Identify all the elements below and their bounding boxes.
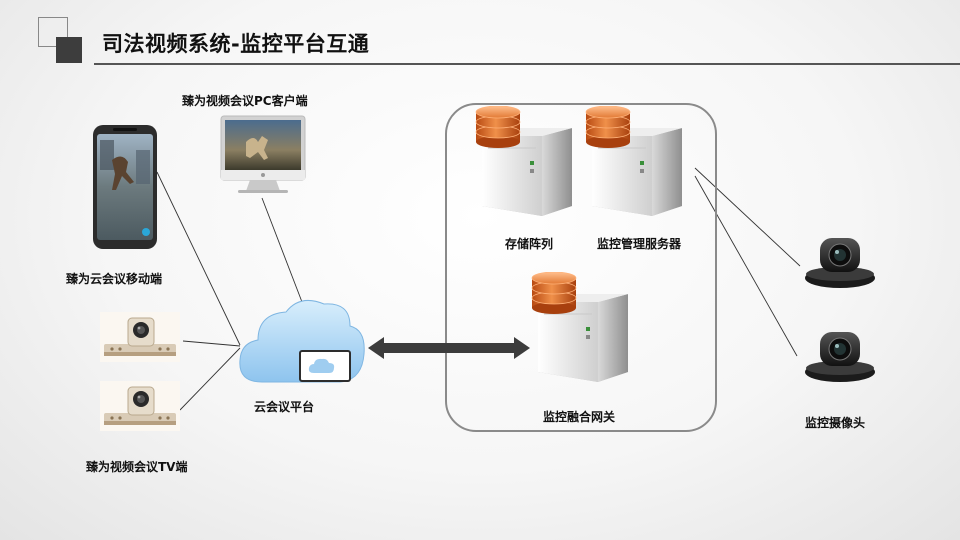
line-mobile-to-cloud xyxy=(156,171,241,346)
tv-client-label: 臻为视频会议TV端 xyxy=(86,460,188,474)
mgmt-server-label: 监控管理服务器 xyxy=(597,237,682,251)
cloud-platform-label: 云会议平台 xyxy=(254,400,315,414)
pc-client-label: 臻为视频会议PC客户端 xyxy=(182,94,308,108)
page-title: 司法视频系统-监控平台互通 xyxy=(102,32,370,56)
line-server-to-camera1 xyxy=(694,167,801,267)
gateway-server-icon xyxy=(531,272,629,382)
line-pc-to-cloud xyxy=(261,197,303,303)
storage-array-label: 存储阵列 xyxy=(505,237,554,251)
title-divider xyxy=(94,63,960,65)
cameras-label: 监控摄像头 xyxy=(805,416,866,430)
ptz-camera-icon-2 xyxy=(804,331,876,383)
mobile-phone-icon xyxy=(93,125,157,249)
line-tv1-to-cloud xyxy=(182,340,241,347)
tv-camera-icon-1 xyxy=(100,312,180,362)
mobile-client-label: 臻为云会议移动端 xyxy=(66,272,163,286)
line-server-to-camera2 xyxy=(694,175,798,357)
title-decoration-outline xyxy=(38,17,68,47)
title-bar: 司法视频系统-监控平台互通 xyxy=(0,0,960,70)
management-server-icon xyxy=(585,106,683,216)
connector-lines xyxy=(156,167,801,411)
ptz-camera-icon-1 xyxy=(804,237,876,289)
tv-camera-icon-2 xyxy=(100,381,180,431)
gateway-label: 监控融合网关 xyxy=(543,410,616,424)
storage-array-server-icon xyxy=(475,106,573,216)
server-group-frame xyxy=(445,103,717,432)
bidirectional-arrow xyxy=(368,337,530,359)
line-tv2-to-cloud xyxy=(179,347,241,411)
pc-monitor-icon xyxy=(220,115,306,193)
cloud-icon xyxy=(239,299,365,383)
title-decoration-fill xyxy=(56,37,82,63)
